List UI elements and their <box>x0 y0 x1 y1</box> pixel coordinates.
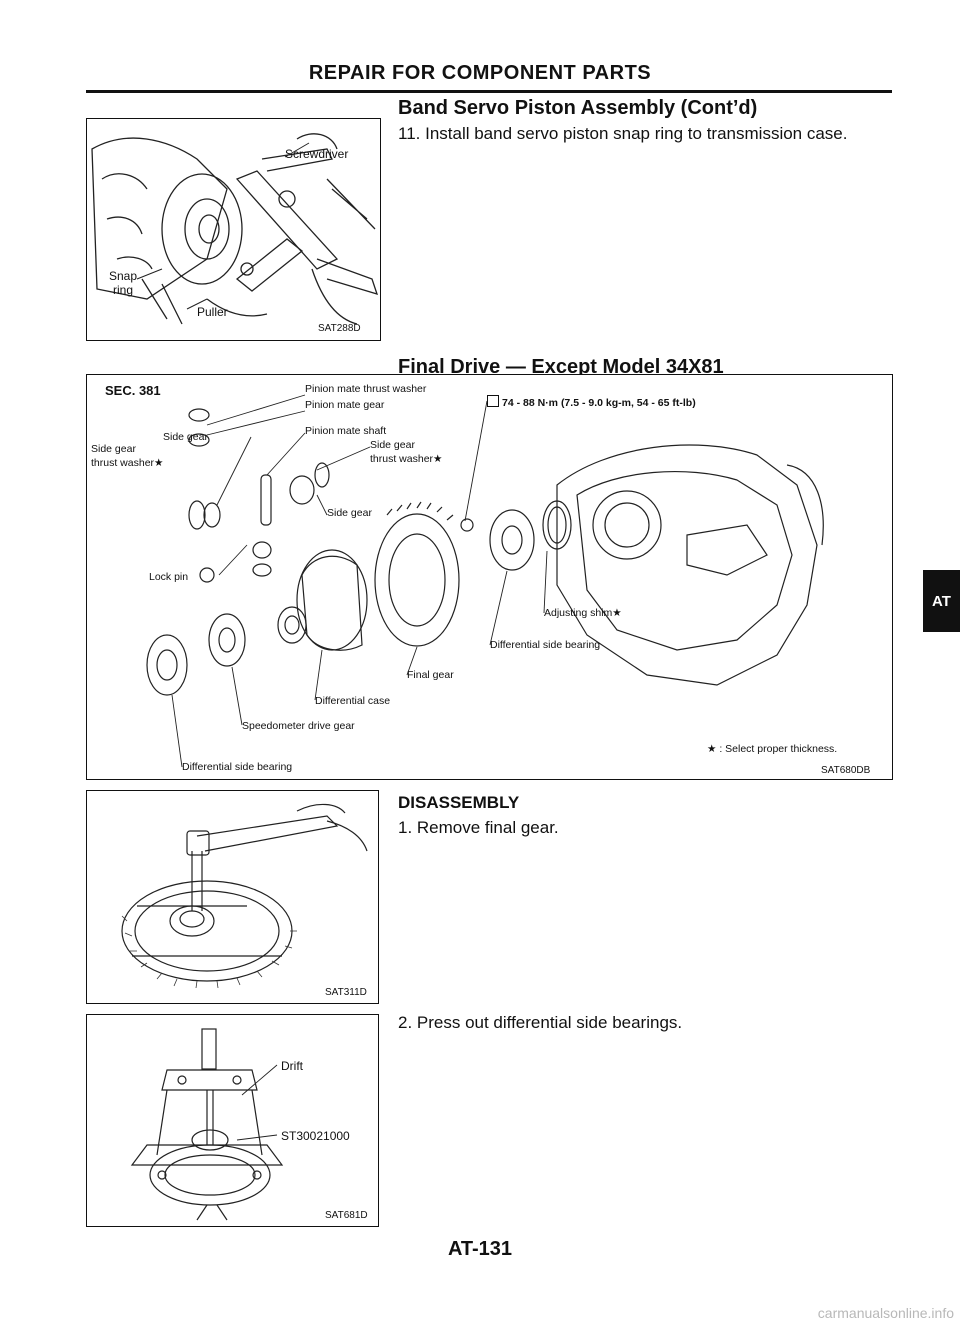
final-gear-removal-illustration <box>121 803 368 989</box>
label-pinion-mate-shaft: Pinion mate shaft <box>305 425 387 437</box>
snap-ring-illustration <box>91 133 379 325</box>
label-side-gear-right-2: thrust washer★ <box>370 453 443 465</box>
label-ring: ring <box>113 283 134 297</box>
step-11: 11. Install band servo piston snap ring … <box>398 124 848 143</box>
section-heading-band-servo: Band Servo Piston Assembly (Cont’d) <box>398 97 758 119</box>
figure-code-sat681d: SAT681D <box>325 1210 368 1221</box>
bearing-press-illustration <box>130 1028 284 1221</box>
watermark: carmanualsonline.info <box>817 1305 954 1321</box>
disassembly-heading: DISASSEMBLY <box>398 793 520 812</box>
figure-remove-final-gear: SAT311D <box>86 790 379 1004</box>
label-snap: Snap <box>109 269 138 283</box>
section-heading-final-drive: Final Drive — Except Model 34X81 <box>398 356 724 378</box>
label-lock-pin: Lock pin <box>149 571 189 583</box>
disassembly-step-1: 1. Remove final gear. <box>398 818 559 837</box>
label-speedometer-drive-gear: Speedometer drive gear <box>242 720 355 732</box>
label-diff-side-bearing-left: Differential side bearing <box>182 761 293 773</box>
section-tab-at: AT <box>923 570 960 632</box>
label-differential-case: Differential case <box>315 695 391 707</box>
figure-final-drive-exploded: SEC. 381 Pinion mate thrust washer Pinio… <box>86 374 893 780</box>
label-adjusting-shim: Adjusting shim★ <box>544 607 622 619</box>
note-select-thickness: ★ : Select proper thickness. <box>707 743 838 755</box>
torque-spec: 74 - 88 N·m (7.5 - 9.0 kg-m, 54 - 65 ft-… <box>487 395 696 409</box>
page-number: AT-131 <box>447 1238 513 1260</box>
label-side-gear-thrust-1: Side gear <box>91 443 136 455</box>
page-header: REPAIR FOR COMPONENT PARTS <box>308 62 652 84</box>
disassembly-step-2: 2. Press out differential side bearings. <box>398 1013 683 1032</box>
figure-code-sat680db: SAT680DB <box>821 765 871 776</box>
label-side-gear-low: Side gear <box>327 507 372 519</box>
torque-icon <box>487 395 499 407</box>
figure-code-sat288d: SAT288D <box>318 323 361 334</box>
label-side-gear-top: Side gear <box>163 431 208 443</box>
label-side-gear-thrust-2: thrust washer★ <box>91 457 164 469</box>
label-final-gear: Final gear <box>407 669 454 681</box>
section-code: SEC. 381 <box>105 383 161 398</box>
header-rule <box>86 90 892 93</box>
figure-code-sat311d: SAT311D <box>325 987 367 998</box>
figure-press-bearings: Drift ST30021000 SAT681D <box>86 1014 379 1227</box>
figure-snap-ring-install: Screwdriver Snap ring Puller SAT288D <box>86 118 381 341</box>
label-side-gear-right-1: Side gear <box>370 439 415 451</box>
final-drive-illustration <box>146 394 824 768</box>
torque-value: 74 - 88 N·m (7.5 - 9.0 kg-m, 54 - 65 ft-… <box>502 397 696 409</box>
label-screwdriver: Screwdriver <box>285 147 349 161</box>
label-diff-side-bearing-right: Differential side bearing <box>490 639 601 651</box>
label-puller: Puller <box>197 305 228 319</box>
label-pinion-mate-gear: Pinion mate gear <box>305 399 385 411</box>
label-tool-number: ST30021000 <box>281 1129 350 1143</box>
label-drift: Drift <box>281 1059 303 1073</box>
label-pinion-mate-thrust-washer: Pinion mate thrust washer <box>305 383 427 395</box>
